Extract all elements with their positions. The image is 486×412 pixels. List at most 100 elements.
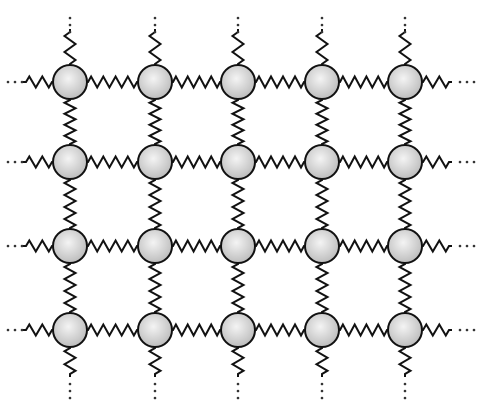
continuation-dots-left xyxy=(20,160,24,164)
node-mass-circle xyxy=(52,228,88,264)
continuation-dots-left xyxy=(20,244,24,248)
continuation-dots-top xyxy=(320,30,324,34)
continuation-dots-top xyxy=(153,23,157,27)
spring-vertical xyxy=(230,177,246,231)
continuation-dots-top xyxy=(68,16,72,20)
continuation-dots-bottom xyxy=(403,382,407,386)
lattice-node xyxy=(220,228,256,264)
spring-edge-bottom xyxy=(147,345,163,377)
spring-vertical xyxy=(147,261,163,315)
spring-horizontal xyxy=(253,238,307,254)
node-mass-circle xyxy=(304,228,340,264)
spring-vertical xyxy=(397,97,413,147)
continuation-dots-left xyxy=(13,328,17,332)
continuation-dots-bottom xyxy=(68,382,72,386)
spring-edge-top xyxy=(314,29,330,67)
continuation-dots-right xyxy=(458,328,462,332)
lattice-node xyxy=(304,312,340,348)
spring-horizontal xyxy=(170,238,223,254)
spring-horizontal xyxy=(85,322,140,338)
continuation-dots-bottom xyxy=(153,382,157,386)
spring-vertical xyxy=(314,97,330,147)
continuation-dots-top xyxy=(403,16,407,20)
lattice-node xyxy=(304,228,340,264)
lattice-node xyxy=(220,144,256,180)
lattice-node xyxy=(220,312,256,348)
spring-edge-right xyxy=(420,238,452,254)
continuation-dots-right xyxy=(472,80,476,84)
node-mass-circle xyxy=(387,312,423,348)
node-mass-circle xyxy=(137,64,173,100)
spring-edge-bottom xyxy=(314,345,330,377)
spring-horizontal xyxy=(253,322,307,338)
continuation-dots-right xyxy=(465,160,469,164)
nodes-layer xyxy=(52,64,423,348)
continuation-dots-bottom xyxy=(153,396,157,400)
spring-horizontal xyxy=(170,154,223,170)
node-mass-circle xyxy=(304,144,340,180)
spring-horizontal xyxy=(337,74,390,90)
spring-horizontal xyxy=(85,74,140,90)
continuation-dots-bottom xyxy=(320,382,324,386)
spring-horizontal xyxy=(337,322,390,338)
lattice-node xyxy=(387,64,423,100)
spring-horizontal xyxy=(253,154,307,170)
lattice-node xyxy=(137,144,173,180)
node-mass-circle xyxy=(387,64,423,100)
spring-vertical xyxy=(147,97,163,147)
lattice-node xyxy=(387,228,423,264)
continuation-dots-bottom xyxy=(236,382,240,386)
node-mass-circle xyxy=(220,144,256,180)
continuation-dots-right xyxy=(465,80,469,84)
node-mass-circle xyxy=(304,312,340,348)
lattice-node xyxy=(387,144,423,180)
continuation-dots-bottom xyxy=(68,389,72,393)
continuation-dots-bottom xyxy=(320,389,324,393)
continuation-dots-left xyxy=(6,160,10,164)
continuation-dots-left xyxy=(6,244,10,248)
spring-edge-left xyxy=(23,322,55,338)
continuation-dots-top xyxy=(320,23,324,27)
continuation-dots-left xyxy=(13,80,17,84)
continuation-dots-bottom xyxy=(153,389,157,393)
continuation-dots-top xyxy=(153,30,157,34)
spring-vertical xyxy=(230,97,246,147)
continuation-dots-right xyxy=(458,160,462,164)
spring-edge-top xyxy=(62,29,78,67)
node-mass-circle xyxy=(304,64,340,100)
spring-edge-bottom xyxy=(62,345,78,377)
continuation-dots-right xyxy=(472,160,476,164)
spring-vertical xyxy=(314,261,330,315)
spring-vertical xyxy=(62,97,78,147)
continuation-dots-right xyxy=(465,244,469,248)
continuation-dots-left xyxy=(13,160,17,164)
continuation-dots-top xyxy=(403,30,407,34)
node-mass-circle xyxy=(220,228,256,264)
spring-vertical xyxy=(230,261,246,315)
continuation-dots-bottom xyxy=(236,389,240,393)
continuation-dots-left xyxy=(6,80,10,84)
continuation-dots-left xyxy=(6,328,10,332)
continuation-dots-right xyxy=(465,328,469,332)
lattice-node xyxy=(52,312,88,348)
spring-horizontal xyxy=(253,74,307,90)
node-mass-circle xyxy=(137,144,173,180)
continuation-dots-layer xyxy=(6,16,476,400)
spring-edge-left xyxy=(23,74,55,90)
spring-horizontal xyxy=(170,322,223,338)
continuation-dots-top xyxy=(236,23,240,27)
continuation-dots-bottom xyxy=(403,396,407,400)
continuation-dots-bottom xyxy=(68,396,72,400)
spring-edge-left xyxy=(23,238,55,254)
continuation-dots-right xyxy=(472,244,476,248)
lattice-node xyxy=(137,64,173,100)
continuation-dots-right xyxy=(472,328,476,332)
spring-horizontal xyxy=(337,154,390,170)
lattice-node xyxy=(52,64,88,100)
spring-vertical xyxy=(397,177,413,231)
continuation-dots-top xyxy=(403,23,407,27)
lattice-node xyxy=(52,228,88,264)
node-mass-circle xyxy=(387,144,423,180)
lattice-node xyxy=(304,144,340,180)
node-mass-circle xyxy=(137,312,173,348)
